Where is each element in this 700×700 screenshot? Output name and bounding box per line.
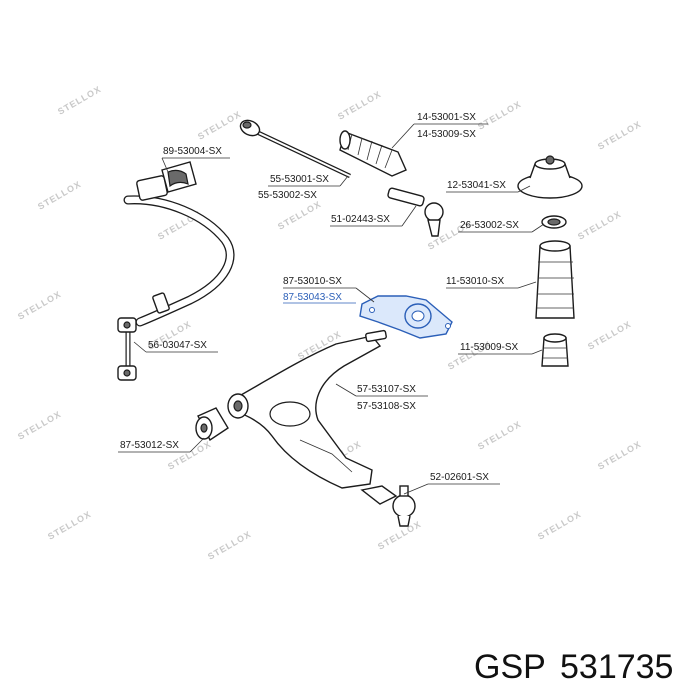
watermark-text: STELLOX — [56, 84, 103, 117]
watermark-text: STELLOX — [16, 289, 63, 322]
label-55-53002: 55-53002-SX — [258, 190, 317, 201]
label-87-53043: 87-53043-SX — [283, 292, 342, 303]
label-87-53012: 87-53012-SX — [120, 440, 179, 451]
watermark-text: STELLOX — [476, 99, 523, 132]
footer-brand: GSP — [474, 648, 546, 686]
lower-control-arm-part — [227, 329, 387, 489]
stabilizer-bar — [123, 195, 235, 327]
label-12-53041: 12-53041-SX — [447, 180, 506, 191]
watermark-text: STELLOX — [196, 109, 243, 142]
strut-mount-part — [517, 155, 583, 199]
stabilizer-bushing-part — [136, 161, 197, 201]
steering-boot-part — [339, 130, 407, 177]
label-26-53002: 26-53002-SX — [460, 220, 519, 231]
stabilizer-link-part — [117, 317, 137, 381]
watermark-text: STELLOX — [16, 409, 63, 442]
label-87-53010: 87-53010-SX — [283, 276, 342, 287]
label-55-53001: 55-53001-SX — [270, 174, 329, 185]
watermark-text: STELLOX — [586, 319, 633, 352]
label-57-53108: 57-53108-SX — [357, 401, 416, 412]
watermark-text: STELLOX — [536, 509, 583, 542]
watermark-text: STELLOX — [276, 199, 323, 232]
label-51-02443: 51-02443-SX — [331, 214, 390, 225]
label-56-03047: 56-03047-SX — [148, 340, 207, 351]
label-11-53009: 11-53009-SX — [460, 342, 519, 353]
label-14-53009: 14-53009-SX — [417, 129, 476, 140]
label-52-02601: 52-02601-SX — [430, 472, 489, 483]
dust-boot-part — [535, 240, 575, 319]
watermark-text: STELLOX — [576, 209, 623, 242]
control-arm-bushing-highlight — [359, 295, 453, 339]
ball-joint-part — [360, 485, 416, 527]
label-57-53107: 57-53107-SX — [357, 384, 416, 395]
tie-rod-end-part — [387, 187, 444, 237]
strut-bearing-part — [541, 215, 567, 229]
footer-number: 531735 — [560, 648, 673, 686]
bump-stop-part — [541, 333, 569, 367]
control-arm-bushing-part — [195, 407, 229, 442]
watermark-text: STELLOX — [596, 439, 643, 472]
watermark-layer: STELLOX STELLOX STELLOX STELLOX STELLOX … — [16, 84, 643, 562]
watermark-text: STELLOX — [336, 89, 383, 122]
watermark-text: STELLOX — [596, 119, 643, 152]
label-89-53004: 89-53004-SX — [163, 146, 222, 157]
watermark-text: STELLOX — [46, 509, 93, 542]
watermark-text: STELLOX — [476, 419, 523, 452]
label-11-53010: 11-53010-SX — [446, 276, 505, 287]
watermark-text: STELLOX — [36, 179, 83, 212]
watermark-text: STELLOX — [206, 529, 253, 562]
footer-caption: GSP 531735 — [474, 648, 673, 686]
tie-rod-part — [239, 119, 351, 179]
label-14-53001: 14-53001-SX — [417, 112, 476, 123]
